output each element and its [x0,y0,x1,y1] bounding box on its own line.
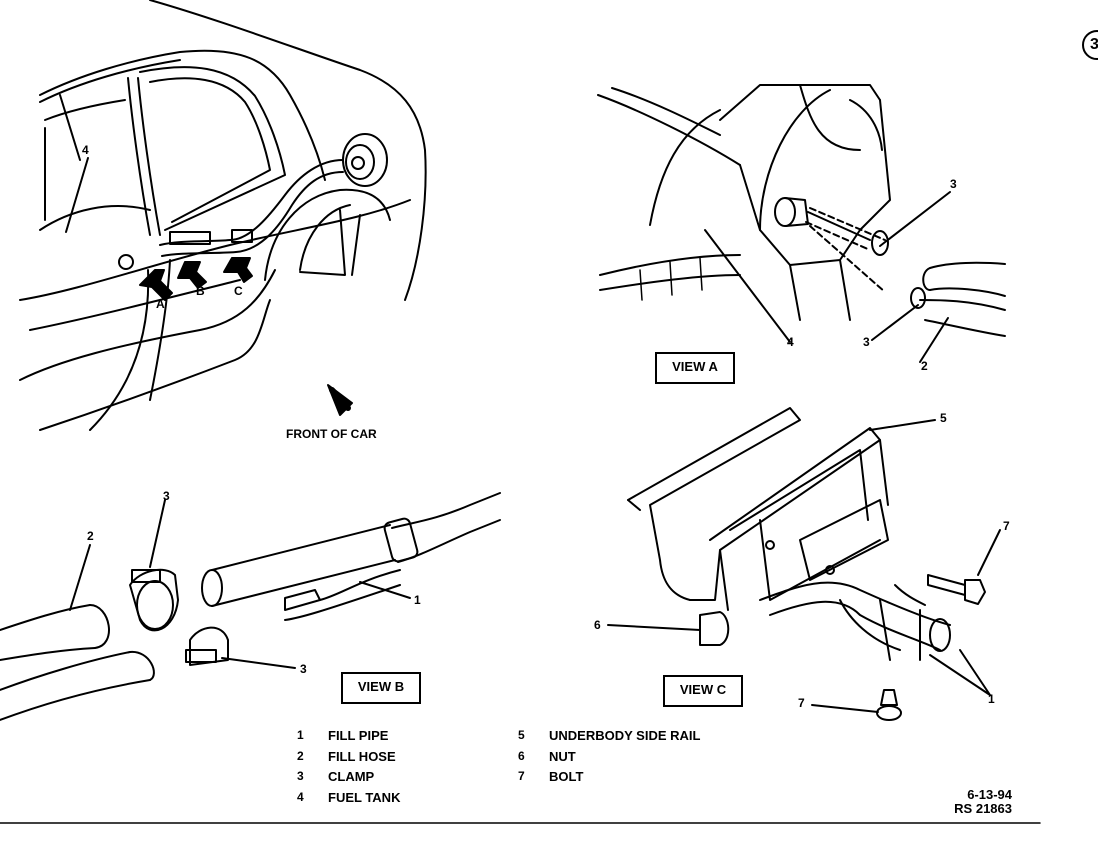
legend-num: 5 [518,728,525,742]
legend-label-bolt: BOLT [549,769,584,784]
legend-num: 7 [518,769,525,783]
callout-3-view-a-top: 3 [950,177,957,191]
callout-3-view-a-bottom: 3 [863,335,870,349]
callout-1-view-c: 1 [988,692,995,706]
callout-3-view-b-top: 3 [163,489,170,503]
callout-2-view-a: 2 [921,359,928,373]
callout-7-view-c-right: 7 [1003,519,1010,533]
view-a-label: VIEW A [655,352,735,384]
callout-arrow-b: B [196,284,205,298]
callout-7-view-c-bottom: 7 [798,696,805,710]
legend-label-nut: NUT [549,749,576,764]
callout-1-view-b: 1 [414,593,421,607]
legend-label-fill-pipe: FILL PIPE [328,728,389,743]
callout-5-view-c: 5 [940,411,947,425]
callout-6-view-c: 6 [594,618,601,632]
legend-num: 4 [297,790,304,804]
view-c-drawing [607,407,1001,721]
callout-3-view-b-bottom: 3 [300,662,307,676]
callout-arrow-a: A [156,297,165,311]
legend-num: 1 [297,728,304,742]
callout-2-view-b: 2 [87,529,94,543]
legend-label-underbody-side-rail: UNDERBODY SIDE RAIL [549,728,701,743]
figure-date: 6-13-94 [967,787,1012,802]
callout-4-view-a: 4 [787,335,794,349]
legend-num: 3 [297,769,304,783]
figure-reference: RS 21863 [954,801,1012,816]
legend-label-clamp: CLAMP [328,769,375,784]
view-b-drawing [0,492,501,721]
legend-num: 6 [518,749,525,763]
legend-label-fuel-tank: FUEL TANK [328,790,401,805]
view-c-label: VIEW C [663,675,743,707]
front-of-car-label: FRONT OF CAR [286,427,377,441]
view-b-label: VIEW B [341,672,421,704]
callout-arrow-c: C [234,284,243,298]
view-a-drawing [597,84,1006,363]
car-rear-quarter-drawing [19,0,427,431]
callout-4-overview: 4 [82,143,89,157]
legend-num: 2 [297,749,304,763]
legend-label-fill-hose: FILL HOSE [328,749,396,764]
